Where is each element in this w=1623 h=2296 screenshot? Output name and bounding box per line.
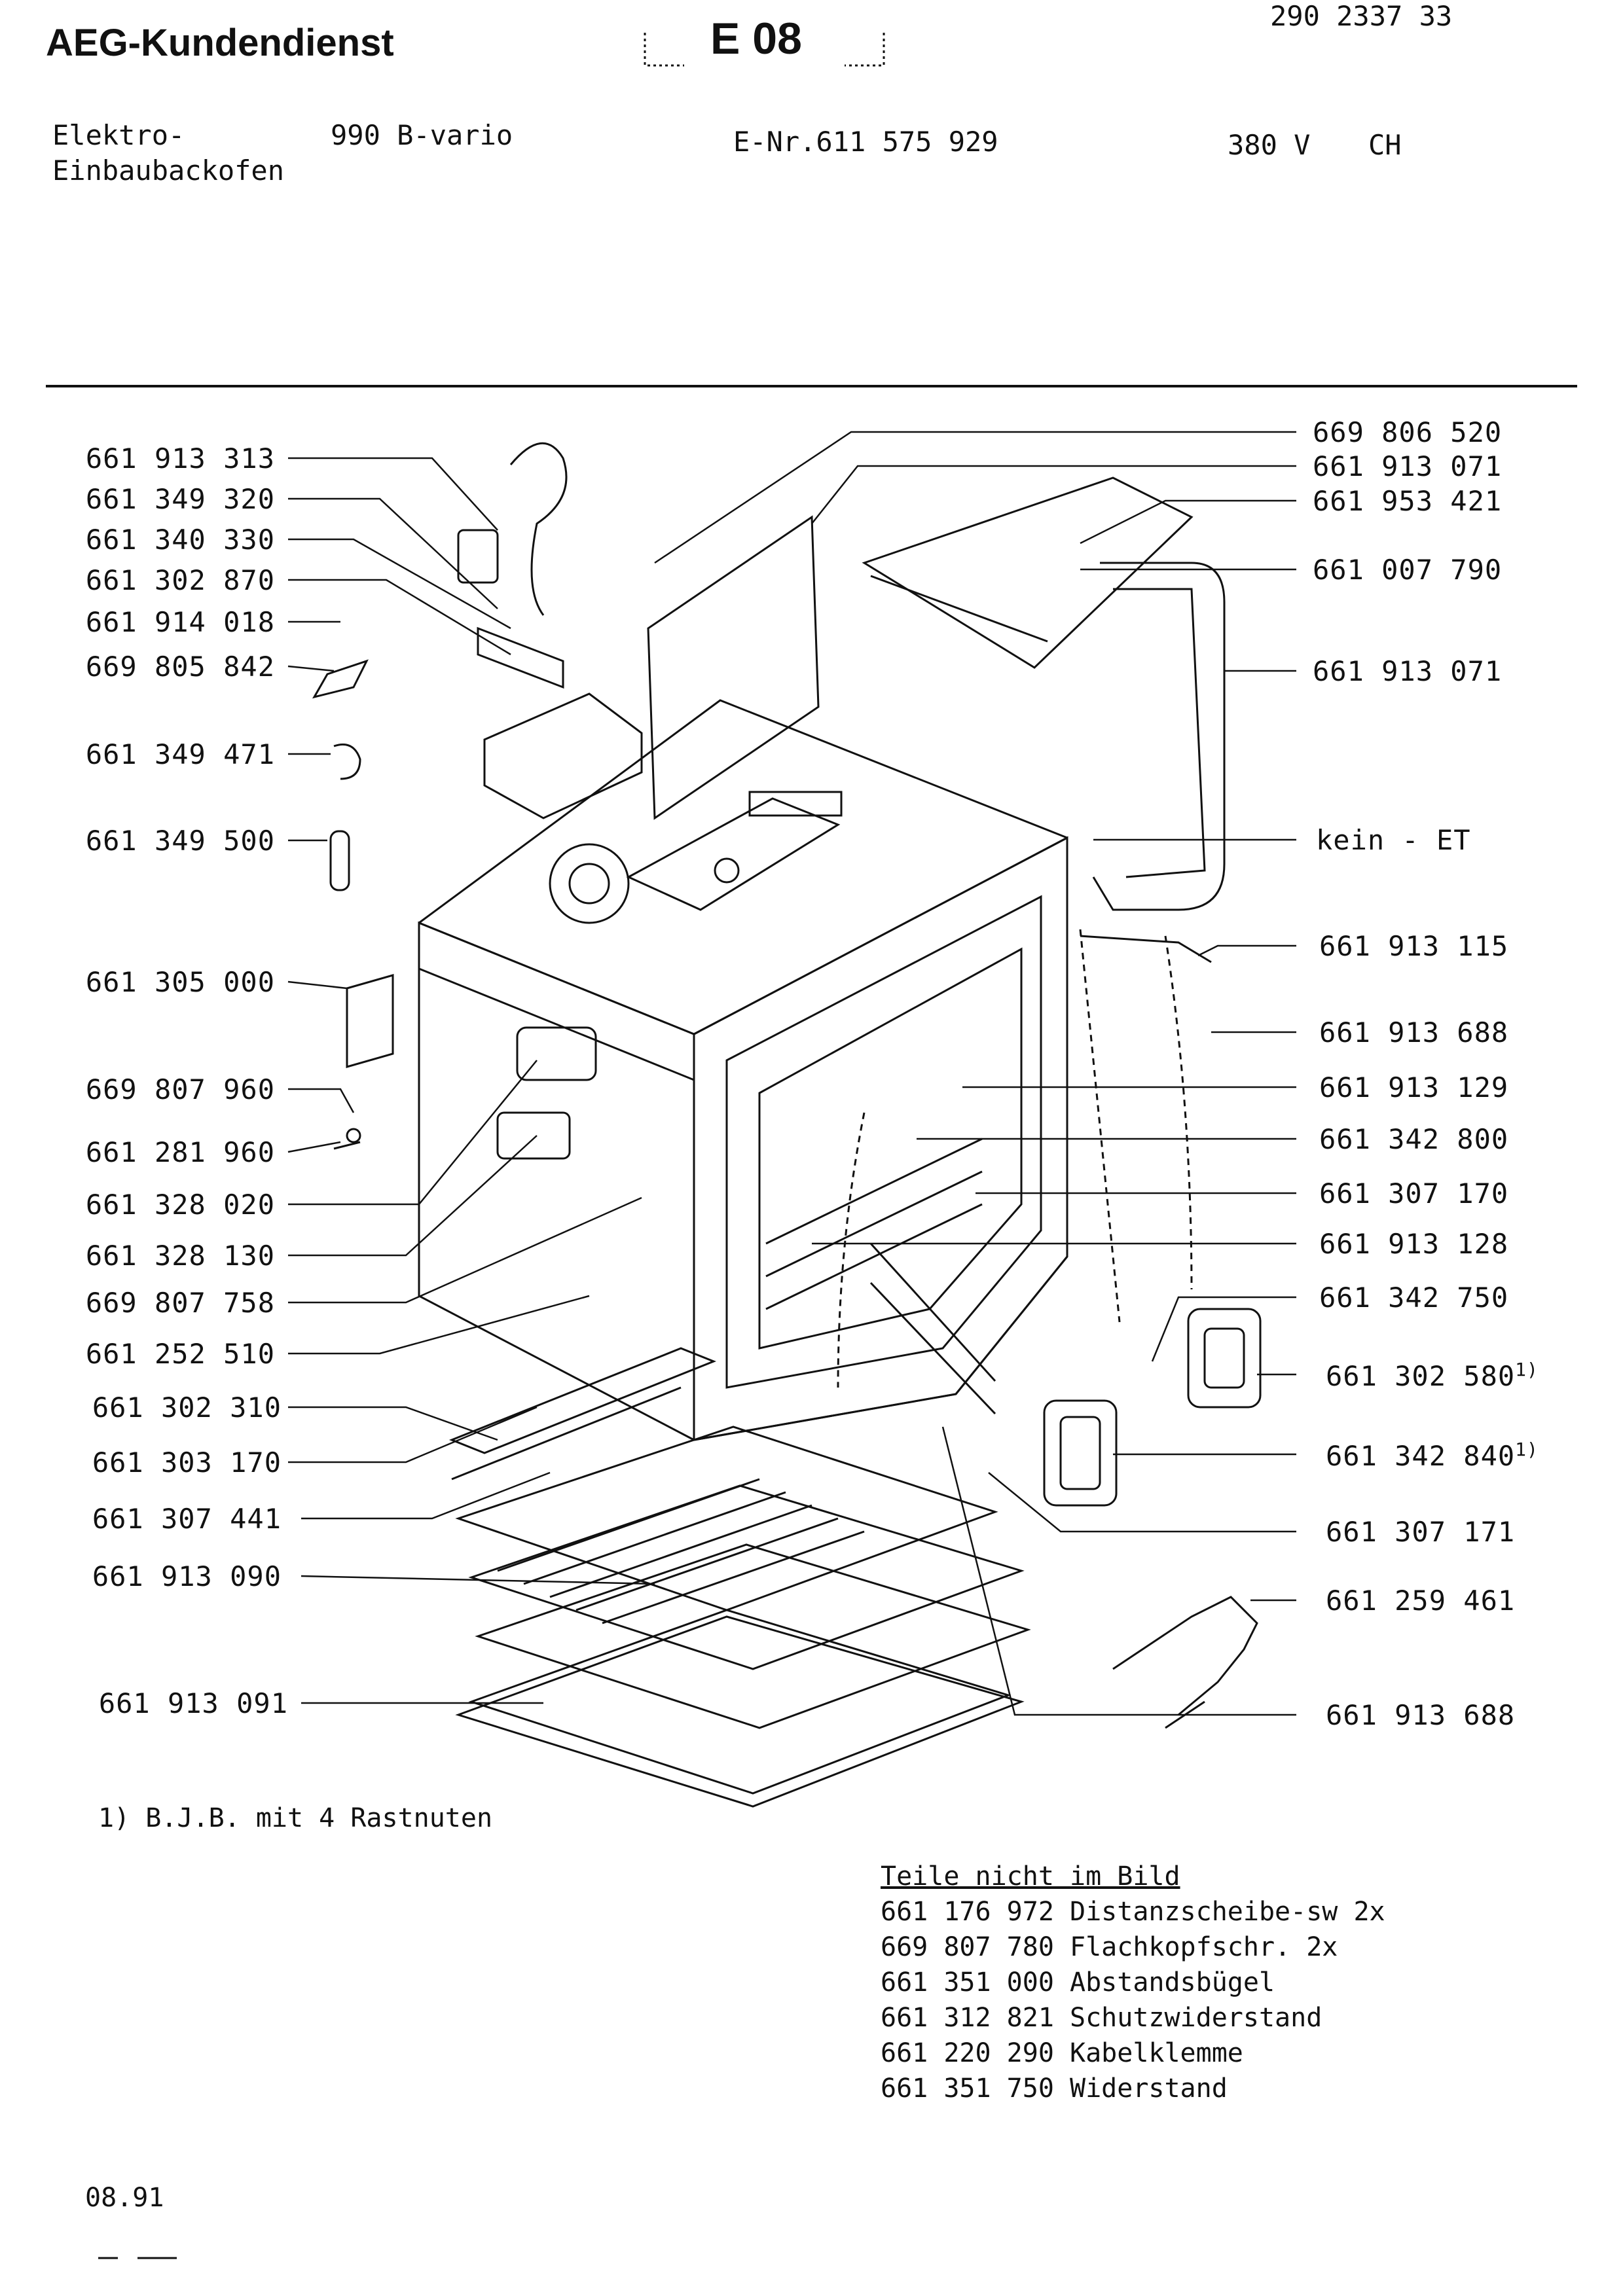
part-label-right: 661 007 790: [1313, 554, 1503, 586]
voltage: 380 V: [1228, 129, 1311, 161]
part-label-left: 661 303 170: [92, 1446, 282, 1479]
document-number: 290 2337 33: [1270, 0, 1453, 32]
part-label-left: 669 805 842: [85, 651, 275, 683]
part-label-right: 661 913 688: [1319, 1016, 1509, 1049]
part-label-left: 661 914 018: [85, 606, 275, 638]
part-label-right: 661 913 129: [1319, 1071, 1509, 1103]
part-label-left: 661 302 870: [85, 564, 275, 596]
part-label-left: 661 349 320: [85, 483, 275, 515]
part-label-right: 661 913 071: [1313, 655, 1503, 687]
part-label-right: 661 307 170: [1319, 1177, 1509, 1210]
part-label-right: 661 913 071: [1313, 450, 1503, 482]
part-label-left: 661 307 441: [92, 1503, 282, 1535]
part-label-left: 661 913 090: [92, 1560, 282, 1592]
part-label-left: 661 328 130: [85, 1240, 275, 1272]
list-item: 661 312 821 Schutzwiderstand: [881, 2003, 1322, 2033]
part-label-right: 661 259 461: [1326, 1585, 1516, 1617]
model-name: 990 B-vario: [331, 119, 513, 151]
country-code: CH: [1368, 129, 1402, 161]
part-label-left: 661 281 960: [85, 1136, 275, 1168]
part-label-left: 661 305 000: [85, 966, 275, 998]
part-label-right: 661 913 115: [1319, 930, 1509, 962]
footnote-marker: 1): [1515, 1439, 1539, 1460]
part-label-left: 661 349 471: [85, 738, 275, 770]
part-label-left: 661 328 020: [85, 1189, 275, 1221]
product-line-2: Einbaubackofen: [52, 154, 285, 187]
part-label-right: 661 342 750: [1319, 1282, 1509, 1314]
brand-title: AEG-Kundendienst: [46, 22, 394, 64]
document-code: E 08: [710, 14, 802, 63]
footnote-marker: 1): [1515, 1359, 1539, 1380]
list-item: 661 220 290 Kabelklemme: [881, 2038, 1243, 2068]
part-label-left: 661 913 313: [85, 442, 275, 475]
part-number: 661 342 840: [1326, 1440, 1516, 1472]
part-label-right: kein - ET: [1316, 824, 1471, 856]
part-label-left: 661 252 510: [85, 1338, 275, 1370]
document-date: 08.91: [85, 2183, 164, 2213]
part-label-right: 661 302 5801): [1326, 1359, 1539, 1392]
part-label-right: 661 913 688: [1326, 1699, 1516, 1731]
e-number: E-Nr.611 575 929: [733, 126, 998, 158]
part-label-right: 661 342 800: [1319, 1123, 1509, 1155]
part-label-left: 661 302 310: [92, 1391, 282, 1424]
part-label-left: 669 807 960: [85, 1073, 275, 1105]
list-item: 661 351 000 Abstandsbügel: [881, 1967, 1275, 1998]
list-item: 669 807 780 Flachkopfschr. 2x: [881, 1932, 1338, 1962]
parts-not-shown: Teile nicht im Bild 661 176 972 Distanzs…: [881, 1859, 1385, 2106]
part-label-right: 661 307 171: [1326, 1516, 1516, 1548]
footnote: 1) B.J.B. mit 4 Rastnuten: [98, 1803, 493, 1833]
part-label-right: 661 953 421: [1313, 485, 1503, 517]
part-label-right: 669 806 520: [1313, 416, 1503, 448]
list-item: 661 176 972 Distanzscheibe-sw 2x: [881, 1897, 1385, 1927]
part-number: 661 302 580: [1326, 1360, 1516, 1392]
part-label-right: 661 913 128: [1319, 1228, 1509, 1260]
part-label-left: 661 340 330: [85, 524, 275, 556]
list-item: 661 351 750 Widerstand: [881, 2073, 1228, 2104]
part-label-right: 661 342 8401): [1326, 1439, 1539, 1472]
product-line-1: Elektro-: [52, 119, 185, 151]
part-label-left: 661 349 500: [85, 825, 275, 857]
part-label-left: 661 913 091: [98, 1687, 288, 1719]
parts-not-shown-heading: Teile nicht im Bild: [881, 1861, 1180, 1892]
part-label-left: 669 807 758: [85, 1287, 275, 1319]
